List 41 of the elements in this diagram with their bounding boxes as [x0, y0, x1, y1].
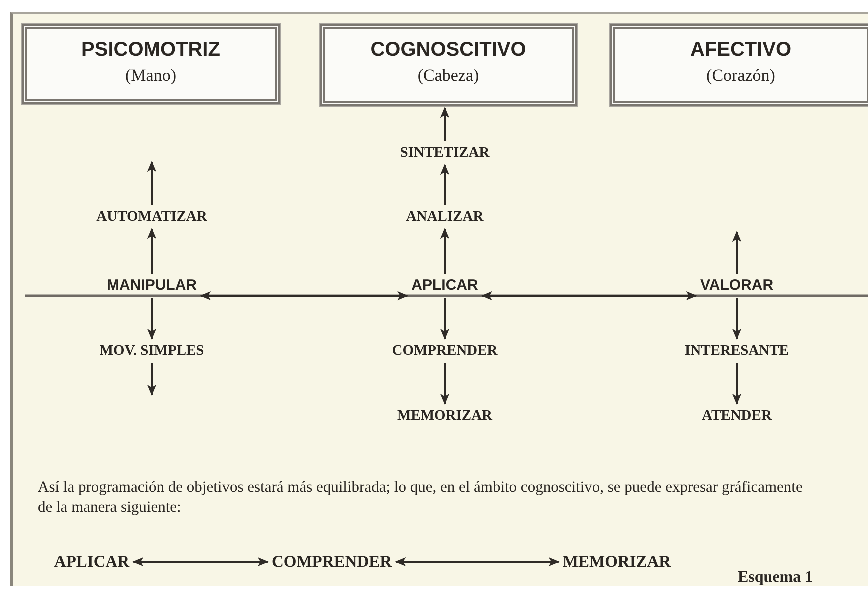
level-label: AUTOMATIZAR [96, 207, 208, 227]
level-label: SINTETIZAR [400, 143, 490, 163]
level-label: MEMORIZAR [397, 406, 493, 426]
level-label: ATENDER [702, 406, 772, 426]
arrow [147, 161, 157, 205]
double-arrow [200, 291, 409, 301]
arrow [732, 363, 742, 405]
level-label: VALORAR [700, 276, 774, 296]
domain-header-box [610, 24, 868, 106]
arrow [147, 298, 157, 340]
domain-header-box [22, 24, 280, 104]
domain-title: AFECTIVO [689, 39, 793, 62]
level-label: COMPRENDER [272, 552, 392, 572]
arrow [440, 164, 450, 205]
domain-title: PSICOMOTRIZ [80, 39, 222, 62]
arrow [732, 298, 742, 340]
double-arrow [395, 557, 560, 567]
double-arrow [481, 291, 698, 301]
domain-title: COGNOSCITIVO [370, 39, 528, 62]
figure-label: Esquema 1 [738, 568, 814, 588]
arrow [440, 228, 450, 274]
arrow [440, 363, 450, 405]
level-label: APLICAR [412, 276, 478, 296]
domain-subtitle: (Mano) [124, 66, 178, 86]
arrow [440, 107, 450, 141]
level-label: INTERESANTE [685, 341, 789, 361]
double-arrow [132, 557, 269, 567]
level-label: MOV. SIMPLES [100, 341, 204, 361]
level-label: MANIPULAR [107, 276, 197, 296]
arrow [147, 228, 157, 274]
arrow [440, 298, 450, 340]
arrow [732, 231, 742, 274]
level-label: APLICAR [54, 552, 130, 572]
level-label: MEMORIZAR [562, 552, 672, 572]
level-label: COMPRENDER [392, 341, 498, 361]
domain-subtitle: (Corazón) [706, 66, 776, 86]
arrow [147, 363, 157, 396]
explanation-text: Así la programación de objetivos estará más equilibrada; lo que, en el ámbito cognoscitivo, se puede expresar gráficamente de la manera siguiente: [38, 478, 804, 518]
domain-subtitle: (Cabeza) [416, 66, 480, 86]
level-label: ANALIZAR [406, 207, 484, 227]
domain-header-box [320, 24, 577, 106]
